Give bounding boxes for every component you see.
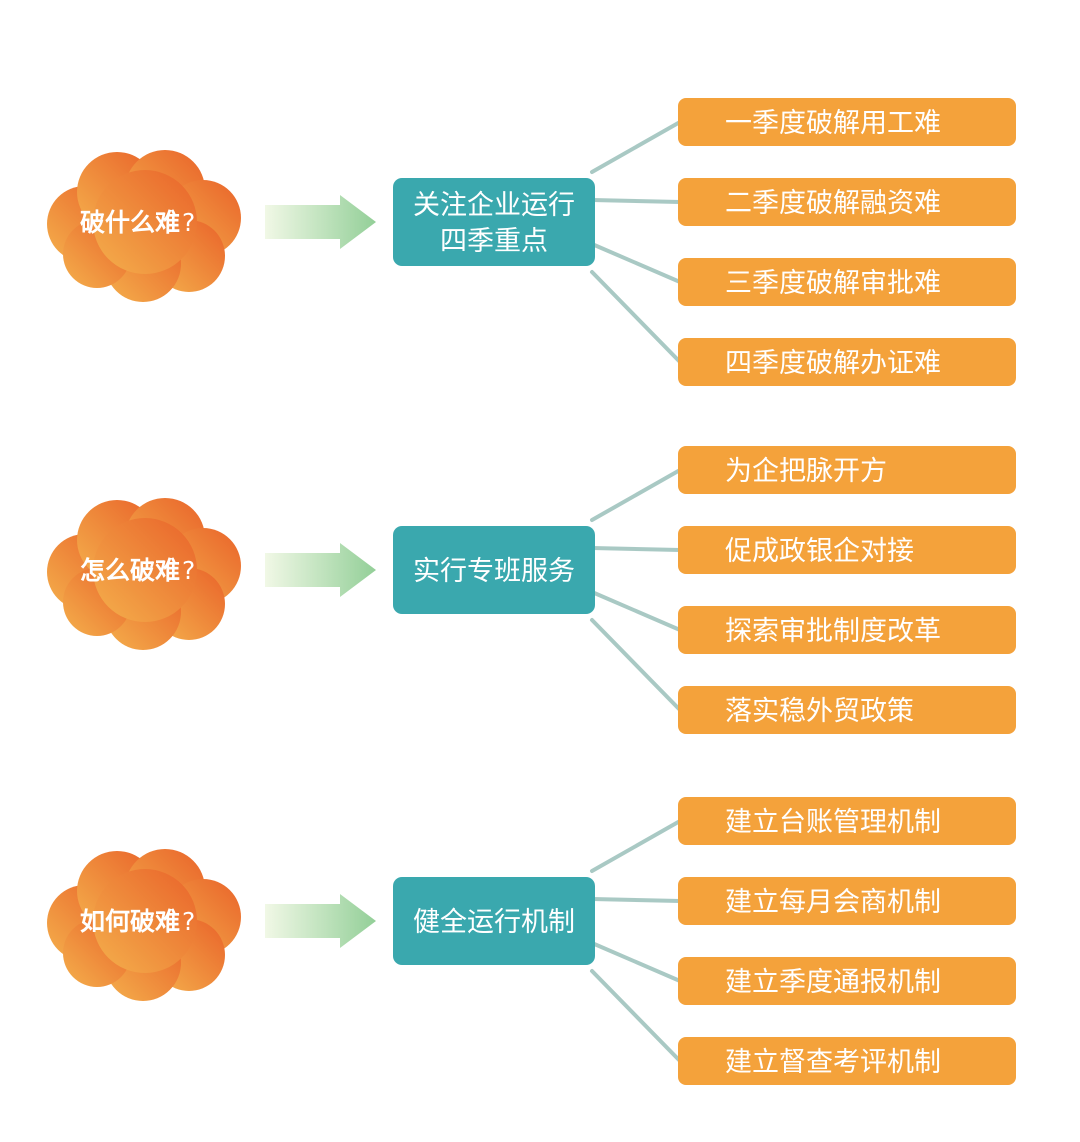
question-text: 破什么难?	[80, 208, 195, 237]
leaf-node: 建立每月会商机制	[678, 877, 1016, 925]
leaf-node-label: 二季度破解融资难	[725, 188, 941, 219]
connector-line	[590, 618, 682, 712]
question-label: 怎么破难	[80, 556, 180, 585]
leaf-node: 四季度破解办证难	[678, 338, 1016, 386]
leaf-node-label: 三季度破解审批难	[725, 268, 941, 299]
center-node: 健全运行机制	[393, 877, 595, 965]
leaf-node: 二季度破解融资难	[678, 178, 1016, 226]
connector-line	[590, 590, 682, 632]
leaf-node-label: 四季度破解办证难	[725, 348, 941, 379]
leaf-node: 三季度破解审批难	[678, 258, 1016, 306]
leaf-node: 为企把脉开方	[678, 446, 1016, 494]
leaf-node-label: 探索审批制度改革	[725, 616, 941, 647]
leaf-node: 探索审批制度改革	[678, 606, 1016, 654]
group-3: 如何破难? 健全运行机制 建立台账管理机制建立每月会商机制建立季度通报机制建立督查考…	[47, 797, 1016, 1085]
connector-line	[590, 270, 682, 364]
center-node: 实行专班服务	[393, 526, 595, 614]
cloud-question: 怎么破难?	[47, 498, 241, 650]
question-text: 如何破难?	[80, 907, 195, 936]
cloud-question: 如何破难?	[47, 849, 241, 1001]
leaf-node-label: 建立督查考评机制	[725, 1047, 941, 1078]
group-1: 破什么难?关注企业运行四季重点一季度破解用工难二季度破解融资难三季度破解审批难四…	[47, 98, 1016, 386]
connector-line	[590, 897, 682, 903]
connector-line	[590, 468, 682, 522]
leaf-node: 建立台账管理机制	[678, 797, 1016, 845]
question-mark: ?	[182, 208, 195, 237]
arrow-right-icon	[265, 543, 376, 597]
center-node-label: 健全运行机制	[413, 907, 575, 938]
center-node-label: 关注企业运行	[413, 190, 575, 221]
question-mark: ?	[182, 556, 195, 585]
leaf-node-label: 促成政银企对接	[725, 536, 914, 567]
leaf-node-label: 为企把脉开方	[725, 456, 887, 487]
leaf-node: 一季度破解用工难	[678, 98, 1016, 146]
leaf-node-label: 建立台账管理机制	[725, 807, 941, 838]
leaf-node-label: 建立每月会商机制	[725, 887, 941, 918]
connector-line	[590, 969, 682, 1063]
leaf-node: 落实稳外贸政策	[678, 686, 1016, 734]
connector-line	[590, 546, 682, 552]
center-node-label: 四季重点	[440, 226, 548, 257]
connector-line	[590, 198, 682, 204]
leaf-node: 建立督查考评机制	[678, 1037, 1016, 1085]
question-label: 如何破难	[80, 907, 180, 936]
arrow-right-icon	[265, 195, 376, 249]
leaf-node-label: 建立季度通报机制	[725, 967, 941, 998]
question-mark: ?	[182, 907, 195, 936]
connector-line	[590, 120, 682, 174]
leaf-node: 建立季度通报机制	[678, 957, 1016, 1005]
connector-line	[590, 819, 682, 873]
arrow-right-icon	[265, 894, 376, 948]
question-label: 破什么难	[80, 208, 180, 237]
leaf-node: 促成政银企对接	[678, 526, 1016, 574]
cloud-question: 破什么难?	[47, 150, 241, 302]
leaf-node-label: 一季度破解用工难	[725, 108, 941, 139]
leaf-node-label: 落实稳外贸政策	[725, 696, 914, 727]
connector-line	[590, 242, 682, 284]
question-text: 怎么破难?	[80, 556, 195, 585]
center-node-label: 实行专班服务	[413, 556, 575, 587]
connector-line	[590, 941, 682, 983]
